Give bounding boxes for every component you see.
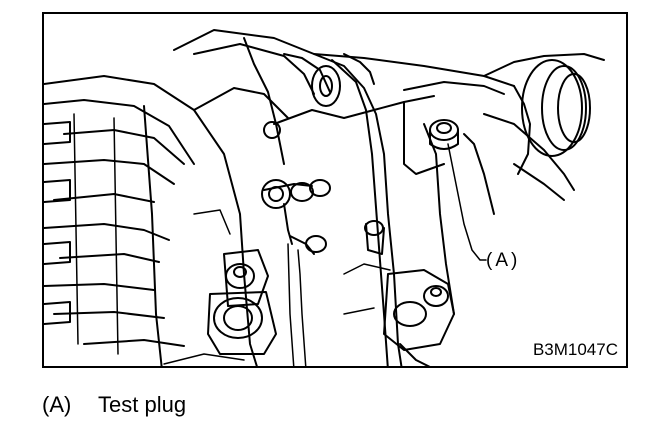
figure-code: B3M1047C (532, 340, 618, 359)
extension-housing (173, 29, 515, 366)
callout-leader-line (447, 143, 487, 261)
caption: (A) Test plug (42, 392, 186, 418)
lower-bolts (207, 249, 277, 355)
callout-label-a: (A) (486, 250, 521, 271)
output-shaft-housing (463, 53, 605, 215)
transmission-case (44, 75, 258, 366)
right-bolts (364, 220, 455, 366)
caption-text: Test plug (98, 392, 187, 417)
shift-linkage (261, 179, 331, 366)
test-plug-graphic (429, 119, 459, 150)
figure-frame: (A) B3M1047C (42, 12, 628, 368)
caption-key: (A) (42, 392, 72, 417)
transmission-illustration (44, 29, 605, 366)
